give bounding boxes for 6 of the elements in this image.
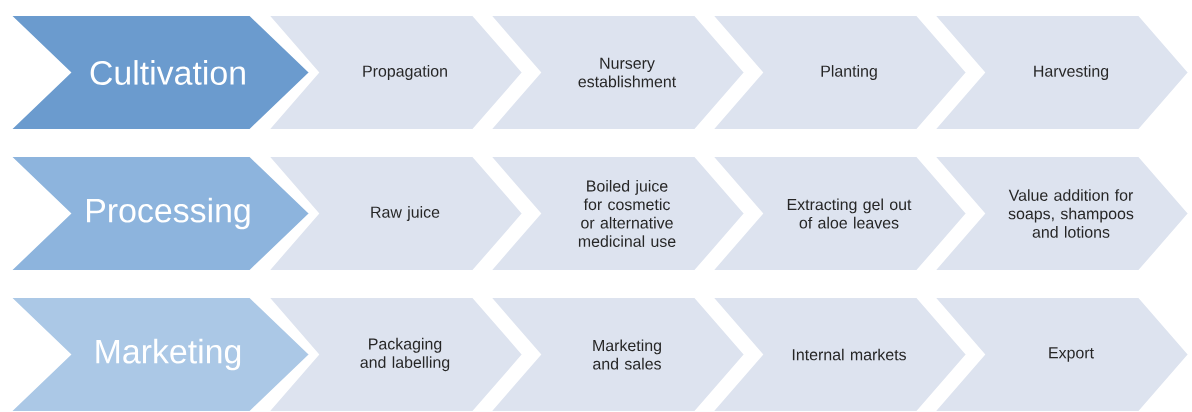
step-box: Value addition for soaps, shampoos and lotions: [931, 155, 1191, 272]
step-box: Harvesting: [931, 14, 1191, 131]
node-label: Value addition for soaps, shampoos and lotions: [1008, 189, 1134, 238]
step-box: Export: [931, 296, 1191, 412]
node-label: Export: [1049, 347, 1094, 362]
node-label: Harvesting: [1034, 65, 1109, 80]
